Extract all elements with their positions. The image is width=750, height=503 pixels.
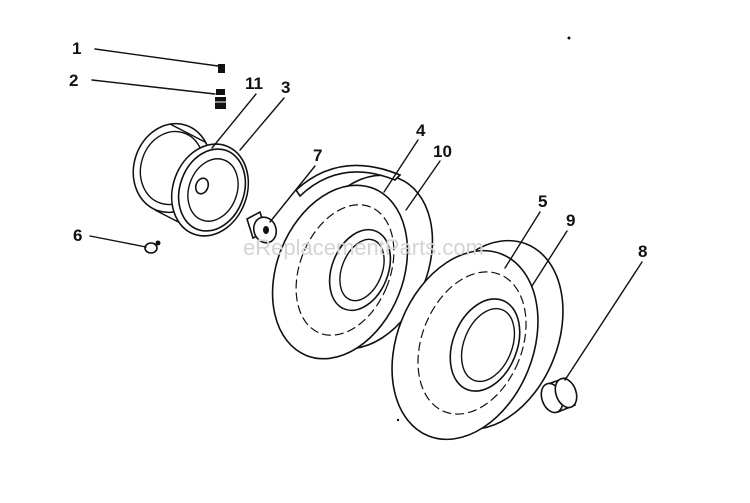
leader-6 xyxy=(89,235,147,248)
valve-tip xyxy=(155,240,161,246)
valve-stem-part xyxy=(144,240,161,254)
callout-6: 6 xyxy=(73,226,82,245)
cap-part xyxy=(540,376,578,414)
callout-2: 2 xyxy=(69,71,78,90)
screw-part xyxy=(218,64,225,73)
callout-4: 4 xyxy=(416,121,426,140)
front-tire-part xyxy=(271,164,434,360)
leader-8 xyxy=(564,261,643,381)
rear-tire-bead xyxy=(417,271,527,415)
leader-9 xyxy=(531,230,568,287)
scan-dot-2 xyxy=(396,418,400,422)
rear-tire-rim-inner xyxy=(460,307,516,383)
callout-3: 3 xyxy=(281,78,290,97)
fitting-part xyxy=(215,89,226,109)
callout-1: 1 xyxy=(72,39,81,58)
bushing-part xyxy=(246,210,278,244)
leader-1 xyxy=(94,48,219,67)
bushing-hole xyxy=(263,226,269,234)
scan-dot xyxy=(567,36,571,40)
leader-2 xyxy=(91,79,216,95)
front-tire-tread-top xyxy=(294,164,402,198)
leader-lines xyxy=(89,48,643,381)
callout-9: 9 xyxy=(566,211,575,230)
screw-head xyxy=(218,64,225,73)
leader-3 xyxy=(239,97,285,151)
leader-4 xyxy=(383,139,419,193)
leader-10 xyxy=(405,160,441,211)
fitting-top xyxy=(216,89,225,95)
fitting-body xyxy=(215,97,226,109)
front-tire-rim-hole xyxy=(328,228,392,312)
rim-inner-ring xyxy=(187,158,239,222)
callout-labels: 1 2 11 3 7 4 10 6 5 9 8 xyxy=(69,39,647,261)
callout-10: 10 xyxy=(433,142,452,161)
valve-body xyxy=(144,242,158,254)
callout-7: 7 xyxy=(313,146,322,165)
hub-center-hole xyxy=(194,177,210,195)
front-tire-rim-inner xyxy=(339,238,385,302)
rim-assembly xyxy=(132,122,250,237)
watermark-text: eReplacementParts.com xyxy=(243,235,484,260)
front-tire-bead xyxy=(295,204,395,336)
leader-7 xyxy=(269,165,316,223)
cap-top xyxy=(554,377,578,409)
leader-5 xyxy=(504,211,541,269)
rear-tire-part xyxy=(391,239,564,441)
hub-barrel-top xyxy=(169,123,206,143)
callout-11: 11 xyxy=(245,74,263,93)
leader-11 xyxy=(211,93,257,149)
callout-5: 5 xyxy=(538,192,547,211)
callout-8: 8 xyxy=(638,242,647,261)
